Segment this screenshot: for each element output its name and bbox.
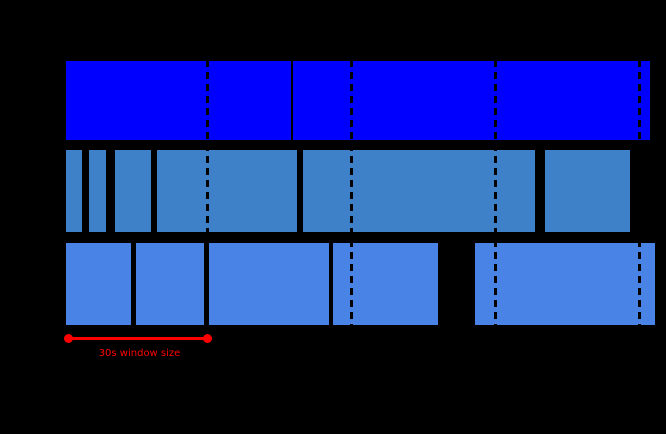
annotation-cap-right: [203, 334, 212, 343]
bar-segment: [293, 61, 650, 140]
track-middle: [0, 150, 666, 232]
bar-segment: [66, 150, 82, 232]
track-top: [0, 61, 666, 140]
bar-segment: [545, 150, 630, 232]
bar-segment: [157, 150, 297, 232]
annotation-line: [68, 337, 207, 340]
bar-segment: [333, 243, 438, 325]
window-size-label: 30s window size: [98, 348, 181, 359]
track-bottom: [0, 243, 666, 325]
bar-segment: [209, 243, 329, 325]
annotation-cap-left: [64, 334, 73, 343]
bar-segment: [475, 243, 655, 325]
bar-segment: [115, 150, 151, 232]
bar-segment: [89, 150, 106, 232]
bar-segment: [66, 61, 291, 140]
bar-segment: [66, 243, 131, 325]
bar-segment: [303, 150, 535, 232]
bar-segment: [136, 243, 204, 325]
